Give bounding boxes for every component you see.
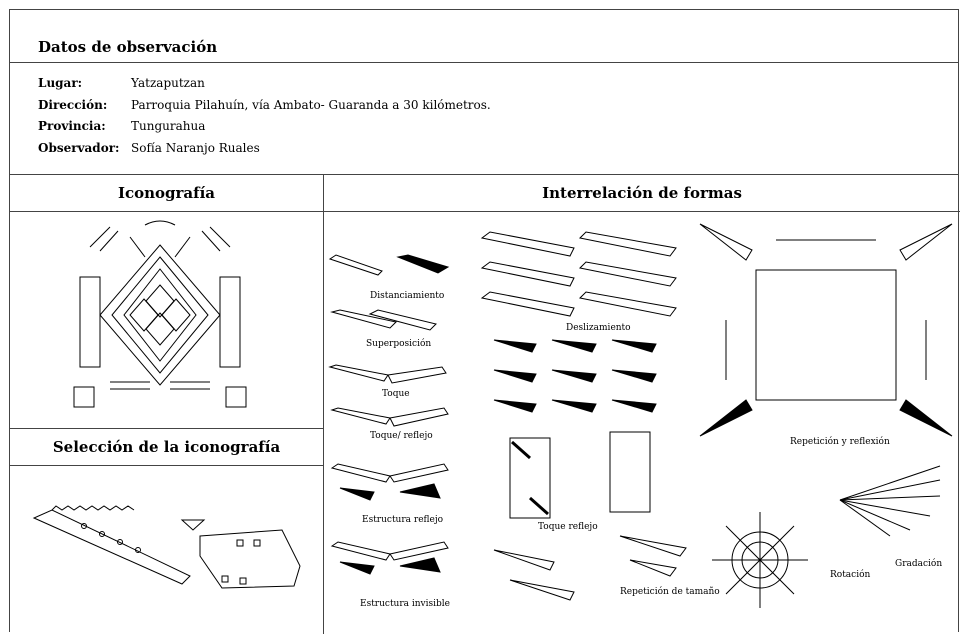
info-row-provincia: Provincia: Tungurahua [38,116,491,138]
pattern-estructura-reflejo [330,462,450,502]
caption-distanciamiento: Distanciamiento [370,291,444,301]
caption-toque-reflejo: Toque/ reflejo [370,431,433,441]
section-heading-iconografia: Iconografía [10,174,323,212]
pattern-black-grid [492,336,682,426]
pattern-rotacion [710,510,810,610]
caption-repeticion-tamano: Repetición de tamaño [620,587,720,597]
pattern-estructura-invisible [330,540,450,576]
info-value: Sofía Naranjo Ruales [131,138,260,160]
info-value: Parroquia Pilahuín, vía Ambato- Guaranda… [131,95,491,117]
title-row: Datos de observación [10,10,958,63]
selection-illustration [32,496,302,596]
pattern-toque [328,363,448,387]
section-heading-seleccion: Selección de la iconografía [10,428,323,466]
column-divider [323,174,324,634]
caption-repeticion-reflexion: Repetición y reflexión [790,437,890,447]
observation-sheet: Datos de observación Lugar: Yatzaputzan … [9,9,959,632]
iconography-illustration [70,217,250,425]
info-value: Tungurahua [131,116,205,138]
info-row-lugar: Lugar: Yatzaputzan [38,73,491,95]
pattern-superposicion [330,308,440,336]
info-row-observador: Observador: Sofía Naranjo Ruales [38,138,491,160]
pattern-repeticion-reflexion [696,220,956,440]
caption-rotacion: Rotación [830,570,870,580]
page-title: Datos de observación [38,38,217,56]
info-row-direccion: Dirección: Parroquia Pilahuín, vía Ambat… [38,95,491,117]
section-heading-interrelacion: Interrelación de formas [324,174,960,212]
info-label: Dirección: [38,95,131,117]
info-value: Yatzaputzan [131,73,205,95]
caption-toque: Toque [382,389,410,399]
caption-superposicion: Superposición [366,339,431,349]
info-label: Provincia: [38,116,131,138]
pattern-repeticion-tamano [490,530,690,610]
caption-estructura-invisible: Estructura invisible [360,599,450,609]
observation-info: Lugar: Yatzaputzan Dirección: Parroquia … [38,73,491,159]
pattern-deslizamiento [480,228,680,318]
pattern-gradacion [830,460,950,540]
caption-deslizamiento: Deslizamiento [566,323,631,333]
caption-estructura-reflejo: Estructura reflejo [362,515,443,525]
pattern-toque-reflejo-frame [490,428,670,528]
caption-gradacion: Gradación [895,559,942,569]
info-label: Observador: [38,138,131,160]
pattern-distanciamiento [328,253,453,283]
info-label: Lugar: [38,73,131,95]
pattern-toque-reflejo [330,406,450,430]
